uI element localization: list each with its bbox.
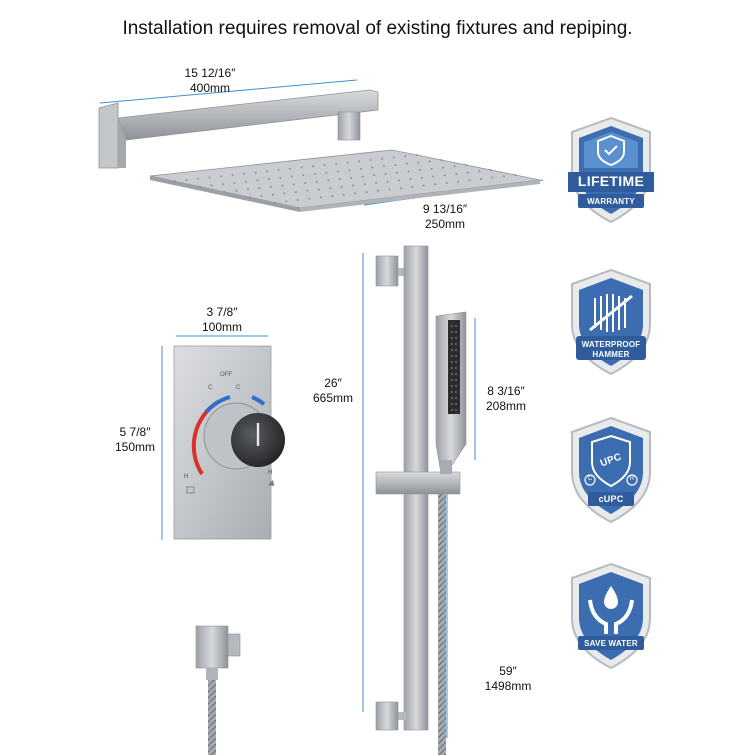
save-water-badge: SAVE WATER xyxy=(566,560,656,672)
handheld-shower xyxy=(435,311,467,474)
wall-elbow xyxy=(195,625,241,755)
plate-height-dimension: 5 7/8″150mm xyxy=(114,425,155,454)
shower-arm xyxy=(98,89,379,169)
shield-check-icon xyxy=(597,134,625,167)
hose xyxy=(438,494,446,755)
valve-hot-right-label: H xyxy=(268,470,273,476)
arm-dimension: 15 12/16″400mm xyxy=(184,66,236,95)
bar-dimension: 26″665mm xyxy=(312,376,353,405)
head-dimension: 9 13/16″250mm xyxy=(422,202,468,231)
rain-shower-head xyxy=(149,149,541,212)
installation-notice: Installation requires removal of existin… xyxy=(122,18,633,39)
slide-bar xyxy=(375,245,461,731)
valve-hot-left-label: H xyxy=(184,474,189,480)
valve-trim-plate xyxy=(173,345,285,540)
handheld-dimension: 8 3/16″208mm xyxy=(485,384,526,413)
water-hands-icon xyxy=(588,586,634,634)
valve-off-label: OFF xyxy=(220,372,232,378)
lifetime-warranty-badge: LIFETIME WARRANTY xyxy=(566,114,656,226)
plate-width-dimension: 3 7/8″100mm xyxy=(201,305,242,334)
valve-cold-right-label: C xyxy=(236,385,241,391)
upc-shield-icon xyxy=(591,434,631,488)
hose-dimension: 59″1498mm xyxy=(484,664,532,693)
cupc-badge: UPC C R cUPC xyxy=(566,414,656,526)
waterproof-hammer-badge: WATERPROOF HAMMER xyxy=(566,266,656,378)
shower-lines-icon xyxy=(589,294,633,332)
valve-cold-left-label: C xyxy=(208,385,213,391)
